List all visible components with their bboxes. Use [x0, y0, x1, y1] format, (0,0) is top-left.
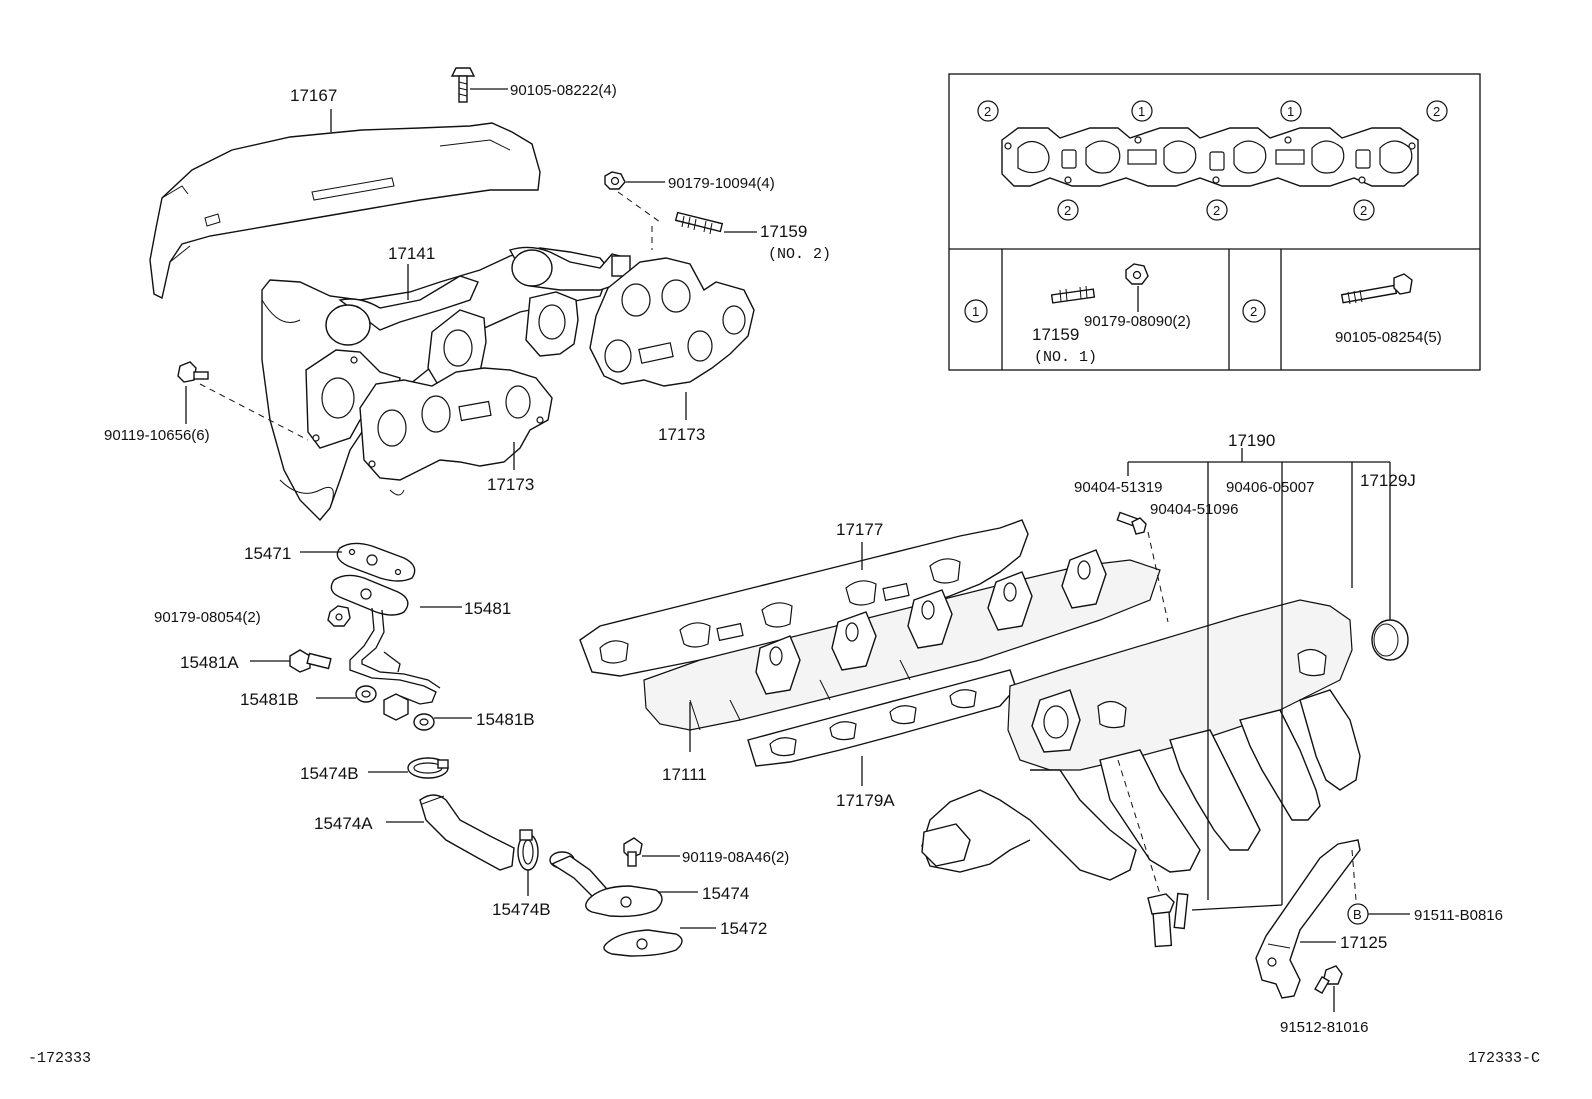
- label-90179-08054: 90179-08054(2): [154, 609, 261, 626]
- label-90119-10656: 90119-10656(6): [104, 427, 210, 444]
- washer-15481B-a-icon: [355, 685, 377, 703]
- gasket-17179A-part: [747, 669, 1017, 767]
- exhaust-gasket-17173-a: [359, 367, 553, 481]
- gasket-15471-part: [336, 542, 416, 582]
- label-90406-05007: 90406-05007: [1226, 479, 1314, 496]
- clamp-15474B-b-icon: [517, 829, 539, 871]
- exhaust-flange-left: [305, 349, 401, 449]
- label-17177: 17177: [836, 520, 883, 539]
- hose-15474A-part: [419, 794, 515, 871]
- label-90105-08222: 90105-08222(4): [510, 82, 617, 99]
- inset-callout-5: 2: [1064, 203, 1071, 218]
- union-fitting-icon: [383, 693, 409, 721]
- label-15481B-a: 15481B: [240, 690, 299, 709]
- label-17129J: 17129J: [1360, 471, 1416, 490]
- stud-17159-no1-icon: [1050, 285, 1096, 304]
- stud-90404-51096-icon: [1147, 893, 1175, 948]
- stud-90404-51319-icon: [1116, 511, 1147, 535]
- label-17179A: 17179A: [836, 791, 895, 810]
- egr-pipe-15474-part: [549, 851, 663, 918]
- footer-left-code: -172333: [28, 1050, 91, 1067]
- stud-17159-no2-icon: [674, 211, 724, 235]
- label-91511-B0816: 91511-B0816: [1414, 907, 1503, 924]
- footer-right-code: 172333-C: [1468, 1050, 1540, 1067]
- label-15481: 15481: [464, 599, 511, 618]
- label-90404-51096: 90404-51096: [1150, 501, 1238, 518]
- marker-B: B: [1353, 907, 1362, 922]
- union-bolt-15481A-icon: [289, 649, 332, 673]
- exhaust-manifold-part: [261, 246, 631, 522]
- inset-callout-3: 1: [1287, 104, 1294, 119]
- gasket-17177-part: [579, 519, 1029, 677]
- label-15481B-b: 15481B: [476, 710, 535, 729]
- label-15481A: 15481A: [180, 653, 239, 672]
- heat-insulator-part: [149, 122, 541, 300]
- label-90119-08A46: 90119-08A46(2): [682, 849, 789, 866]
- bolt-90119-08A46-icon: [623, 837, 643, 867]
- washer-15481B-b-icon: [413, 713, 435, 731]
- bolt-90105-08254-icon: [1340, 273, 1413, 305]
- label-17173-b: 17173: [658, 425, 705, 444]
- inset-callout-1: 2: [984, 104, 991, 119]
- label-15474A: 15474A: [314, 814, 373, 833]
- gasket-reference-inset: 2 1 1 2 2 2 2 1 17159 (NO. 1) 90179-0809: [948, 73, 1481, 371]
- inset-callout-2: 1: [1138, 104, 1145, 119]
- label-91512-81016: 91512-81016: [1280, 1019, 1368, 1036]
- bolt-90119-10656-icon: [177, 361, 209, 383]
- plug-17129J-icon: [1371, 619, 1409, 661]
- inset-callout-7: 2: [1360, 203, 1367, 218]
- intake-manifold-17190-part: [921, 599, 1361, 881]
- nut-90179-10094-icon: [604, 171, 626, 190]
- label-15471: 15471: [244, 544, 291, 563]
- pin-90406-05007-icon: [1173, 892, 1189, 930]
- label-17159-no2-sub: (NO. 2): [768, 246, 831, 263]
- label-15472: 15472: [720, 919, 767, 938]
- label-15474B-b: 15474B: [492, 900, 551, 919]
- exhaust-gasket-17173-b: [589, 257, 755, 387]
- label-90404-51319: 90404-51319: [1074, 479, 1162, 496]
- inset-stud-17159-label: 17159: [1032, 325, 1079, 344]
- nut-90179-08054-icon: [327, 605, 351, 627]
- label-17173-a: 17173: [487, 475, 534, 494]
- inset-callout-6: 2: [1213, 203, 1220, 218]
- bracket-17125-part: [1255, 839, 1361, 999]
- label-17125: 17125: [1340, 933, 1387, 952]
- bolt-90105-08222-icon: [450, 67, 476, 103]
- inset-bolt-90105-08254-label: 90105-08254(5): [1335, 329, 1442, 346]
- label-17141: 17141: [388, 244, 435, 263]
- clamp-15474B-a-icon: [407, 757, 449, 779]
- gasket-15472-part: [603, 929, 683, 957]
- exhaust-flange-mid: [427, 309, 487, 389]
- exhaust-flange-right: [525, 291, 579, 357]
- label-15474B-a: 15474B: [300, 764, 359, 783]
- nut-90179-08090-icon: [1125, 263, 1149, 285]
- egr-pipe-15481-part: [330, 574, 441, 705]
- label-17190: 17190: [1228, 431, 1275, 450]
- inset-key-2: 2: [1250, 304, 1257, 319]
- inset-callout-4: 2: [1433, 104, 1440, 119]
- inset-key-1: 1: [972, 304, 979, 319]
- inset-nut-90179-08090-label: 90179-08090(2): [1084, 313, 1191, 330]
- label-90179-10094: 90179-10094(4): [668, 175, 775, 192]
- label-17159-no2: 17159: [760, 222, 807, 241]
- label-17167: 17167: [290, 86, 337, 105]
- inset-stud-17159-sub: (NO. 1): [1034, 349, 1097, 366]
- label-17111: 17111: [662, 765, 707, 784]
- lower-intake-manifold-part: [643, 549, 1161, 731]
- bolt-91512-81016-icon: [1314, 965, 1343, 995]
- label-15474: 15474: [702, 884, 749, 903]
